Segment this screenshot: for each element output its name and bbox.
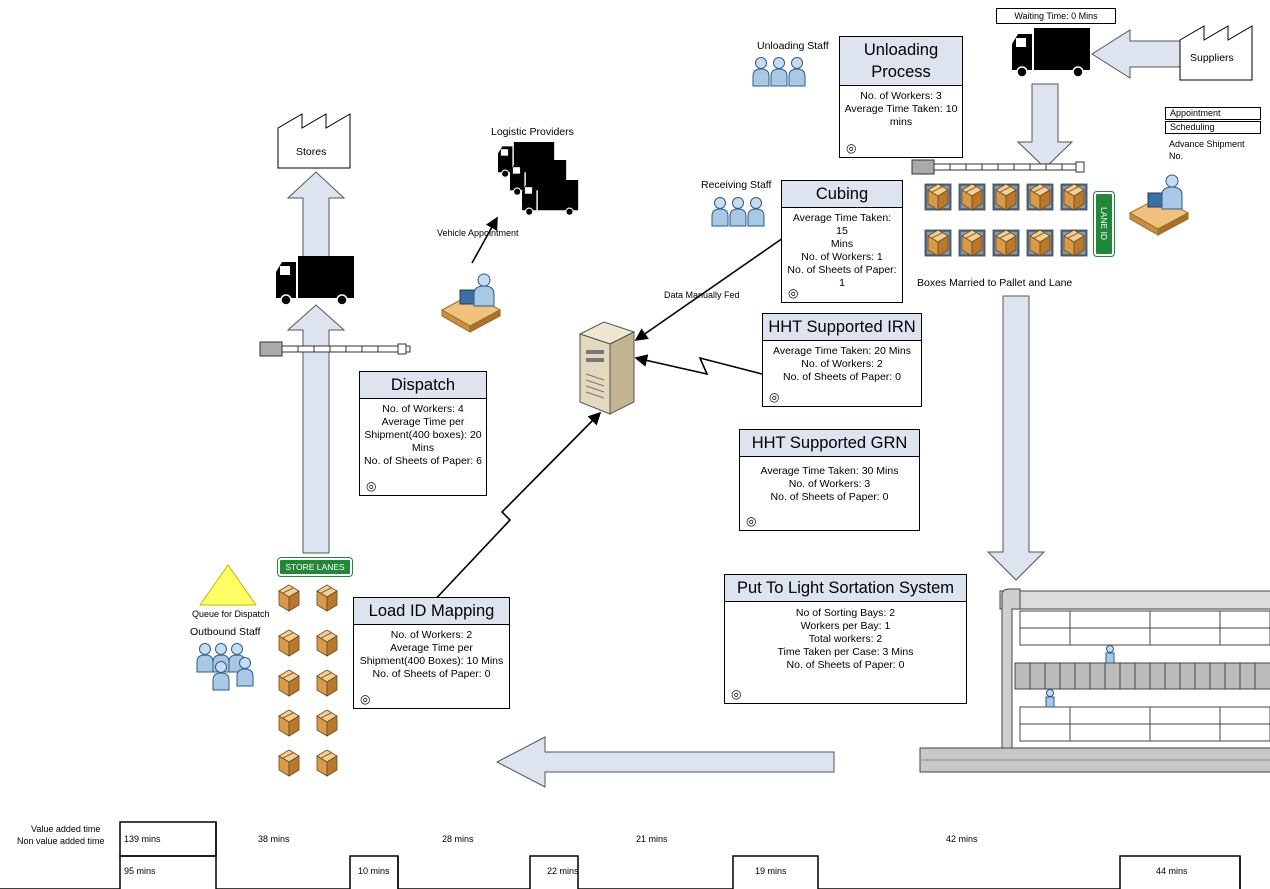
- unloading-title-line-1: Unloading: [863, 41, 939, 59]
- cubing-line: Mins: [830, 238, 854, 250]
- irn-title: HHT Supported IRN: [763, 314, 921, 341]
- boxes-married-label: Boxes Married to Pallet and Lane: [917, 277, 1073, 289]
- unloading-process-box: Unloading Process No. of Workers: 3 Aver…: [839, 36, 963, 158]
- nva-segment: 44 mins: [1156, 866, 1188, 876]
- nva-segment: 22 mins: [547, 866, 579, 876]
- data-manually-fed-label: Data Manually Fed: [664, 290, 740, 300]
- grn-line: No. of Workers: 3: [788, 478, 871, 490]
- nva-segment: 19 mins: [755, 866, 787, 876]
- side-item-scheduling: Scheduling: [1165, 121, 1261, 134]
- load-id-line: No. of Workers: 2: [390, 629, 473, 641]
- put-to-light-box: Put To Light Sortation System No of Sort…: [724, 574, 967, 704]
- load-id-line: Average Time per: [390, 642, 473, 654]
- dispatch-line: Mins: [411, 442, 435, 454]
- ptl-line: Total workers: 2: [808, 633, 883, 645]
- ptl-line: Time Taken per Case: 3 Mins: [777, 646, 914, 658]
- grn-title: HHT Supported GRN: [740, 430, 919, 457]
- vehicle-appointment-label: Vehicle Appointment: [437, 228, 519, 238]
- side-item-no: No.: [1169, 151, 1184, 161]
- cubing-line: Average Time Taken: 15: [792, 212, 892, 237]
- unloading-title-line-2: Process: [871, 63, 931, 81]
- hht-grn-box: HHT Supported GRN Average Time Taken: 30…: [739, 429, 920, 531]
- logistic-providers-label: Logistic Providers: [491, 126, 574, 138]
- ptl-line: No. of Sheets of Paper: 0: [786, 659, 905, 671]
- side-item-appointment: Appointment: [1165, 107, 1261, 120]
- operator-icon: ◎: [360, 692, 371, 706]
- load-id-line: Shipment(400 Boxes): 10 Mins: [359, 655, 504, 667]
- dispatch-line: Average Time per: [381, 416, 465, 428]
- unloading-staff-label: Unloading Staff: [757, 40, 829, 52]
- ptl-line: No of Sorting Bays: 2: [795, 607, 896, 619]
- ptl-title: Put To Light Sortation System: [725, 575, 966, 602]
- load-id-line: No. of Sheets of Paper: 0: [372, 668, 491, 680]
- irn-line: No. of Sheets of Paper: 0: [783, 371, 901, 383]
- outbound-staff-label: Outbound Staff: [190, 626, 261, 638]
- va-segment: 38 mins: [258, 834, 290, 844]
- cubing-line: No. of Sheets of Paper:: [787, 264, 897, 276]
- dispatch-box: Dispatch No. of Workers: 4 Average Time …: [359, 371, 487, 496]
- va-segment: 21 mins: [636, 834, 668, 844]
- operator-icon: ◎: [731, 687, 742, 701]
- dispatch-title: Dispatch: [360, 372, 486, 399]
- operator-icon: ◎: [366, 479, 377, 493]
- store-lanes-sign: STORE LANES: [277, 557, 353, 577]
- operator-icon: ◎: [788, 286, 799, 300]
- unloading-title: Unloading Process: [840, 37, 962, 86]
- queue-for-dispatch-label: Queue for Dispatch: [192, 609, 270, 619]
- total-non-value-added: 95 mins: [124, 866, 156, 876]
- non-value-added-label: Non value added time: [17, 836, 105, 846]
- cubing-box: Cubing Average Time Taken: 15 Mins No. o…: [781, 180, 903, 303]
- grn-line: Average Time Taken: 30 Mins: [760, 465, 899, 477]
- side-item-advance-shipment: Advance Shipment: [1169, 139, 1245, 149]
- cubing-title: Cubing: [782, 181, 902, 208]
- hht-irn-box: HHT Supported IRN Average Time Taken: 20…: [762, 313, 922, 407]
- total-value-added: 139 mins: [124, 834, 161, 844]
- nva-segment: 10 mins: [358, 866, 390, 876]
- load-id-title: Load ID Mapping: [354, 598, 509, 625]
- dispatch-line: No. of Sheets of Paper: 6: [364, 455, 482, 467]
- irn-line: Average Time Taken: 20 Mins: [773, 345, 911, 357]
- unloading-line: Average Time Taken: 10: [844, 103, 958, 115]
- stores-label: Stores: [296, 146, 327, 158]
- operator-icon: ◎: [746, 514, 757, 528]
- value-added-label: Value added time: [31, 824, 101, 834]
- ptl-line: Workers per Bay: 1: [800, 620, 891, 632]
- load-id-mapping-box: Load ID Mapping No. of Workers: 2 Averag…: [353, 597, 510, 709]
- operator-icon: ◎: [769, 390, 780, 404]
- unloading-line: No. of Workers: 3: [860, 90, 942, 102]
- waiting-time-box: Waiting Time: 0 Mins: [996, 8, 1116, 24]
- dispatch-line: No. of Workers: 4: [382, 403, 464, 415]
- irn-line: No. of Workers: 2: [801, 358, 883, 370]
- suppliers-label: Suppliers: [1190, 52, 1234, 64]
- receiving-staff-label: Receiving Staff: [701, 179, 772, 191]
- unloading-line: mins: [889, 116, 913, 128]
- operator-icon: ◎: [846, 141, 857, 155]
- lane-id-sign: LANE ID: [1093, 191, 1115, 257]
- dispatch-line: Shipment(400 boxes): 20: [364, 429, 482, 441]
- va-segment: 42 mins: [946, 834, 978, 844]
- grn-line: No. of Sheets of Paper: 0: [770, 491, 889, 503]
- va-segment: 28 mins: [442, 834, 474, 844]
- cubing-line: No. of Workers: 1: [801, 251, 883, 263]
- cubing-line: 1: [839, 277, 845, 289]
